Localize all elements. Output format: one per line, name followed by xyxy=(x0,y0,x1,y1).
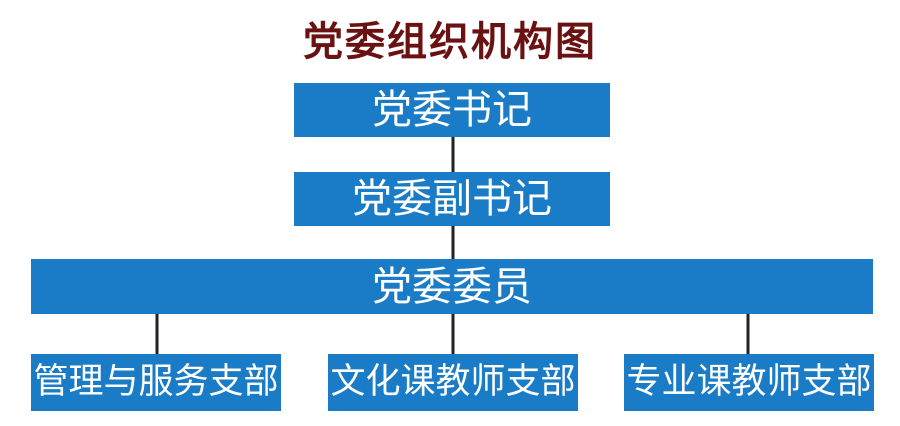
node-branch-management-service: 管理与服务支部 xyxy=(31,354,281,411)
node-deputy-secretary: 党委副书记 xyxy=(294,172,610,226)
node-branch-professional-teachers: 专业课教师支部 xyxy=(624,354,874,411)
node-committee-members-label: 党委委员 xyxy=(372,263,532,310)
chart-title: 党委组织机构图 xyxy=(303,19,597,65)
node-branch-culture-teachers: 文化课教师支部 xyxy=(328,354,578,411)
node-secretary-label: 党委书记 xyxy=(372,87,532,133)
node-branch-label: 管理与服务支部 xyxy=(33,362,279,402)
node-branch-label: 专业课教师支部 xyxy=(626,362,872,402)
node-deputy-secretary-label: 党委副书记 xyxy=(352,176,552,222)
node-secretary: 党委书记 xyxy=(294,83,610,137)
node-committee-members: 党委委员 xyxy=(31,259,873,314)
node-branch-label: 文化课教师支部 xyxy=(330,362,576,402)
